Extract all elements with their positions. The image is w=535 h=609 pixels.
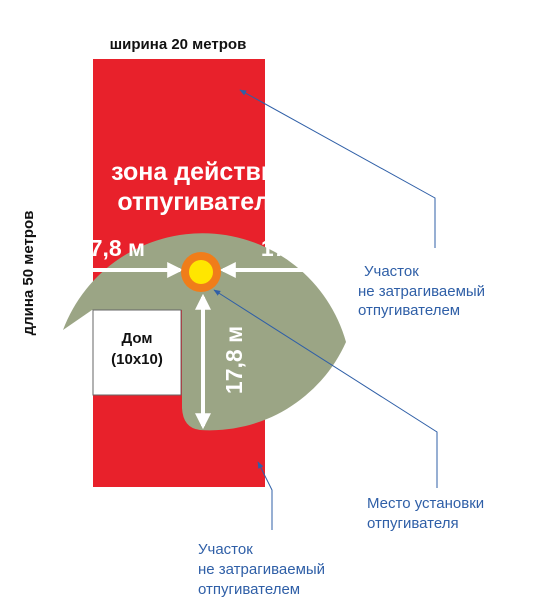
radius-left-label: 17,8 м xyxy=(77,235,145,261)
house-size-label: (10x10) xyxy=(111,351,163,368)
callout-device-text: отпугивателя xyxy=(367,515,459,532)
radius-right-label: 17,8 м xyxy=(261,235,329,261)
house xyxy=(92,309,182,396)
plot-width-label: ширина 20 метров xyxy=(110,36,247,53)
callout-bottom-leader xyxy=(257,461,273,530)
radius-down-label: 17,8 м xyxy=(221,326,247,394)
house-label: Дом xyxy=(122,330,153,347)
callout-right-leader xyxy=(239,89,436,248)
callout-bottom-text: Участок xyxy=(198,541,253,558)
callout-device-text: Место установки xyxy=(367,495,484,512)
callout-device-leader xyxy=(213,289,438,488)
callout-bottom-text: отпугивателем xyxy=(198,581,300,598)
repeller-device-core xyxy=(189,260,213,284)
callout-right-text: Участок xyxy=(364,263,419,280)
callout-right-text: не затрагиваемый xyxy=(358,283,485,300)
zone-title: зона действия xyxy=(111,158,291,186)
plot-length-label: длина 50 метров xyxy=(20,211,37,336)
callout-right-text: отпугивателем xyxy=(358,302,460,319)
zone-title: отпугивателя xyxy=(117,188,284,216)
callout-bottom-text: не затрагиваемый xyxy=(198,561,325,578)
